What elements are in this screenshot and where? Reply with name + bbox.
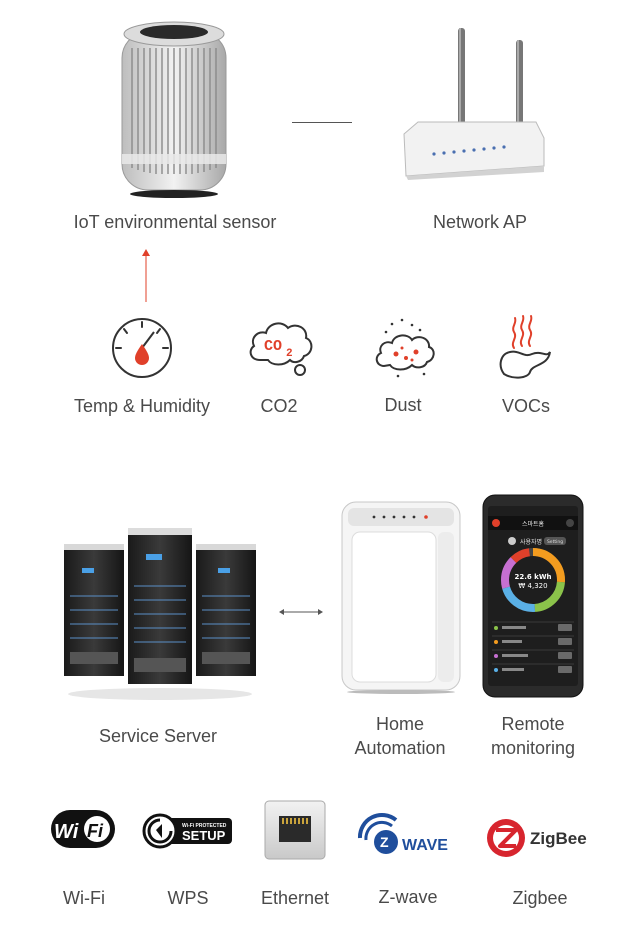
- zwave-logo-icon: Z WAVE: [356, 812, 462, 856]
- measurement-label-temp: Temp & Humidity: [73, 396, 211, 416]
- svg-text:ZigBee: ZigBee: [530, 829, 587, 848]
- dust-cloud-icon: [372, 316, 436, 380]
- connectivity-label-ethernet: Ethernet: [260, 888, 330, 908]
- remote-monitoring-label-line1: Remote: [501, 714, 565, 734]
- co2-cloud-icon: CO 2: [244, 314, 316, 380]
- bidirectional-arrow: [278, 606, 324, 618]
- measurement-label-vocs: VOCs: [501, 396, 550, 416]
- svg-text:Fi: Fi: [87, 821, 104, 841]
- connectivity-label-wifi: Wi-Fi: [63, 888, 105, 908]
- zigbee-logo-icon: ZigBee: [484, 814, 594, 860]
- connectivity-label-zigbee: Zigbee: [512, 888, 568, 908]
- server-rack-image: [62, 526, 258, 702]
- home-automation-device-image: [340, 498, 462, 694]
- measurement-label-co2: CO2: [260, 396, 298, 416]
- iot-sensor-label: IoT environmental sensor: [73, 212, 277, 232]
- svg-text:CO: CO: [264, 338, 282, 355]
- home-automation-label-line1: Home: [375, 714, 424, 734]
- phone-user: 사용자명: [520, 538, 542, 546]
- network-ap-image: [398, 26, 548, 180]
- wifi-logo-icon: Wi Fi: [50, 806, 116, 854]
- phone-kwh: 22.6 kWh: [514, 573, 551, 581]
- connectivity-label-wps: WPS: [167, 888, 209, 908]
- phone-won: ₩ 4,320: [518, 582, 547, 590]
- wps-setup-logo-icon: Wi-Fi PROTECTED SETUP: [142, 808, 234, 854]
- svg-text:Wi-Fi PROTECTED: Wi-Fi PROTECTED: [182, 823, 227, 829]
- service-server-label: Service Server: [98, 726, 218, 746]
- measurement-label-dust: Dust: [384, 395, 422, 415]
- iot-sensor-image: [118, 18, 230, 198]
- svg-text:SETUP: SETUP: [182, 828, 226, 843]
- svg-text:WAVE: WAVE: [402, 837, 448, 854]
- remote-monitoring-phone: 스마트홈 사용자명 Setting 22.6 kWh ₩ 4,320: [482, 494, 584, 698]
- vocs-vapor-icon: [496, 314, 556, 380]
- sensor-ap-connector: [292, 122, 352, 123]
- measurement-arrow: [139, 248, 153, 304]
- thermometer-gauge-icon: [110, 316, 174, 380]
- svg-text:Z: Z: [380, 834, 389, 850]
- phone-setting: Setting: [547, 539, 563, 545]
- phone-header: 스마트홈: [522, 520, 545, 528]
- ethernet-port-icon: [264, 800, 326, 860]
- svg-text:2: 2: [286, 348, 293, 360]
- remote-monitoring-label-line2: monitoring: [490, 738, 576, 758]
- home-automation-label-line2: Automation: [354, 738, 446, 758]
- connectivity-label-zwave: Z-wave: [378, 887, 438, 907]
- svg-text:Wi: Wi: [54, 821, 79, 843]
- network-ap-label: Network AP: [432, 212, 528, 232]
